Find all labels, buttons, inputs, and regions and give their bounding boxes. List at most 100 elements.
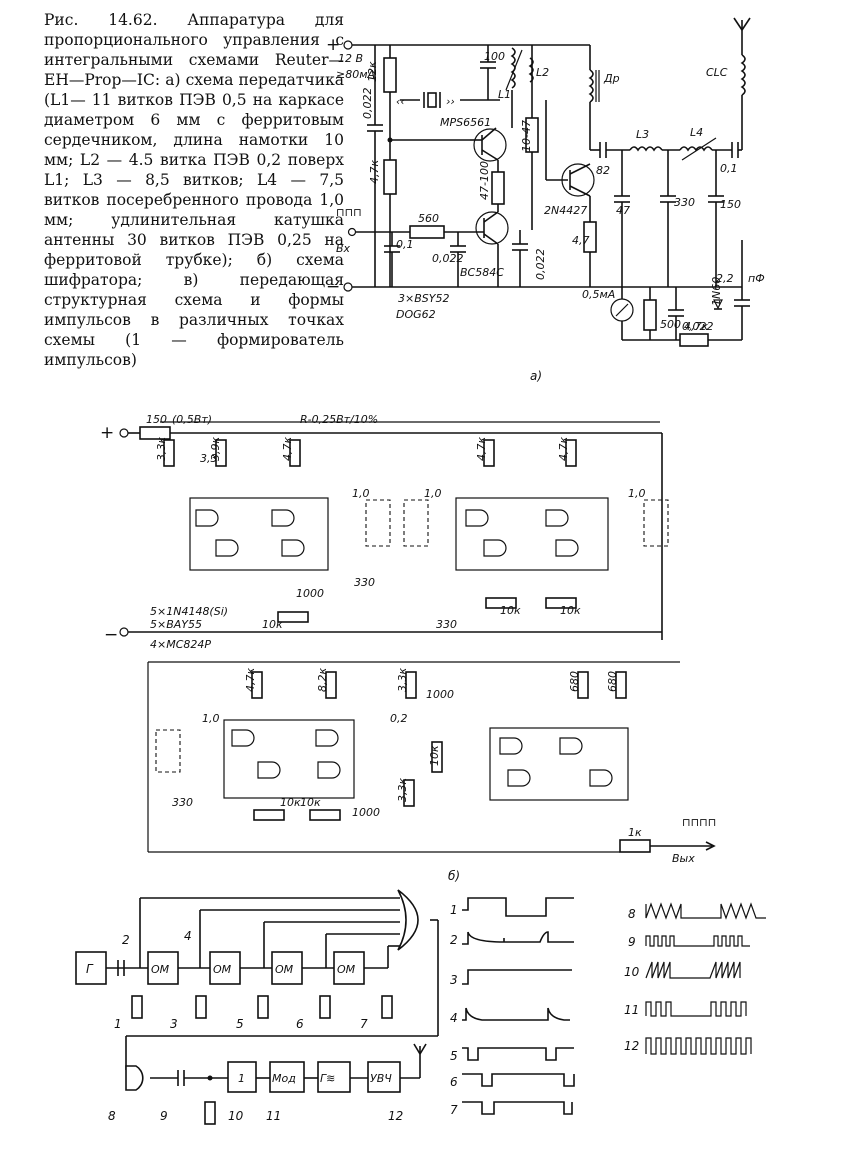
wave-label-11: 11 bbox=[624, 1003, 639, 1017]
tx-c0022b-label: 0,022 bbox=[432, 252, 464, 265]
enc-r47k-label-c: 4,7к bbox=[557, 437, 570, 461]
tx-resistor-47k bbox=[383, 159, 397, 195]
enc-r82k-label: 8,2к bbox=[316, 668, 329, 692]
waveforms: 1 2 3 4 5 6 7 8 9 10 11 12 bbox=[450, 897, 766, 1117]
block-om-3-label: ОМ bbox=[275, 963, 294, 976]
enc-ic2 bbox=[455, 497, 609, 571]
enc-output-pulse: ⊓⊓⊓⊓ bbox=[682, 816, 716, 829]
tx-sub-label: а) bbox=[530, 369, 542, 383]
tx-c100-label: 100 bbox=[484, 50, 505, 63]
tx-l3-label: L3 bbox=[636, 128, 649, 141]
wave-11 bbox=[645, 1001, 747, 1017]
enc-top-resistors: 3,3к 3,9к 4,7к 4,7к 4,7к 3,3 bbox=[155, 437, 577, 467]
block-om-3 bbox=[271, 951, 303, 985]
tx-coil-l4 bbox=[679, 146, 713, 152]
enc-r150-power: (0,5Вт) bbox=[172, 413, 212, 426]
block-point-7: 7 bbox=[360, 1017, 368, 1031]
svg-text:››: ›› bbox=[446, 95, 455, 108]
tx-l4-label: L4 bbox=[690, 126, 703, 139]
enc-r10k-label-d: 10к bbox=[428, 745, 441, 766]
block-point-5: 5 bbox=[236, 1017, 244, 1031]
wave-6 bbox=[462, 1073, 575, 1087]
enc-r10k-label-f: 10к bbox=[300, 796, 321, 809]
tx-resistor-12k bbox=[383, 57, 397, 93]
enc-c10-label-c: 1,0 bbox=[628, 487, 646, 500]
tx-minus: − bbox=[326, 277, 340, 297]
block-rf-amplifier-label: УВЧ bbox=[370, 1072, 392, 1085]
block-om-1-label: ОМ bbox=[151, 963, 170, 976]
enc-r10k-label-c: 10к bbox=[560, 604, 581, 617]
caption-part-b: б) схема шифратора; bbox=[44, 251, 344, 289]
tx-minus-terminal bbox=[343, 282, 353, 292]
tx-input-pulse: ⊓⊓⊓ bbox=[336, 206, 362, 219]
enc-pot-2 bbox=[403, 499, 429, 547]
enc-r47k-label-b: 4,7к bbox=[475, 437, 488, 461]
block-rf-generator-label: Г≋ bbox=[320, 1072, 335, 1085]
enc-sub-label: б) bbox=[448, 869, 460, 883]
enc-r-spec: R-0,25Вт/10% bbox=[300, 413, 378, 426]
enc-c1000-label-a: 1000 bbox=[296, 587, 324, 600]
block-point-labels: 1 2 3 4 5 6 7 8 9 10 11 12 bbox=[108, 929, 403, 1123]
block-point-9: 9 bbox=[160, 1109, 168, 1123]
tx-pf-label: пФ bbox=[748, 272, 765, 285]
tx-resistor-47k-b bbox=[679, 333, 709, 347]
caption-part-c: в) передающая структурная схема и формы … bbox=[44, 271, 344, 369]
tx-l1-label: L1 bbox=[498, 88, 511, 101]
tx-supply: 12 В bbox=[338, 52, 363, 65]
tx-r500-label: 500 bbox=[660, 318, 681, 331]
block-point-3: 3 bbox=[170, 1017, 178, 1031]
wave-9 bbox=[645, 935, 750, 947]
block-point-4: 4 bbox=[184, 929, 192, 943]
block-point-6: 6 bbox=[296, 1017, 304, 1031]
tx-clc-label: CLC bbox=[706, 66, 728, 79]
block-om-2-label: ОМ bbox=[213, 963, 232, 976]
block-generator bbox=[75, 951, 107, 985]
tx-transistor-q3 bbox=[561, 163, 595, 197]
tx-antenna-coil bbox=[740, 54, 746, 96]
wave-label-5: 5 bbox=[450, 1049, 458, 1063]
enc-c02-label: 0,2 bbox=[390, 712, 408, 725]
block-point-2: 2 bbox=[122, 933, 130, 947]
tx-c22-label: 2,2 bbox=[716, 272, 734, 285]
enc-r10k-label-b: 10к bbox=[500, 604, 521, 617]
caption-part-a: а) схема передатчика (L1— 11 витков ПЭВ … bbox=[44, 71, 344, 269]
tx-diode-1n60 bbox=[713, 299, 723, 310]
enc-output-label: Вых bbox=[672, 852, 695, 865]
enc-pot-4 bbox=[155, 729, 181, 773]
block-point-1: 1 bbox=[114, 1017, 122, 1031]
block-om-4-label: ОМ bbox=[337, 963, 356, 976]
caption-title: Рис. 14.62. Аппаратура для пропорциональ… bbox=[44, 11, 344, 89]
enc-diodes2: 5×BAY55 bbox=[150, 618, 202, 631]
tx-transistor-q2 bbox=[475, 211, 509, 245]
wave-label-4: 4 bbox=[450, 1011, 458, 1025]
tx-c01b-label: 0,1 bbox=[720, 162, 738, 175]
enc-c10-label-b: 1,0 bbox=[424, 487, 442, 500]
tx-r47100-label: 47-100 bbox=[478, 161, 491, 200]
enc-ic1 bbox=[189, 497, 329, 571]
enc-ic4 bbox=[489, 727, 629, 801]
wave-3 bbox=[462, 969, 572, 985]
tx-meter-label: 0,5мА bbox=[582, 288, 615, 301]
enc-r47k-label-d: 4,7к bbox=[244, 668, 257, 692]
enc-c10-label-a: 1,0 bbox=[352, 487, 370, 500]
enc-pot-1 bbox=[365, 499, 391, 547]
enc-r150-label: 150 bbox=[146, 413, 167, 426]
tx-resistor-500 bbox=[643, 299, 657, 331]
tx-resistor-560 bbox=[409, 225, 445, 239]
tx-c01a-label: 0,1 bbox=[396, 238, 414, 251]
wave-label-9: 9 bbox=[628, 935, 636, 949]
block-pulse-former-label: 1 bbox=[238, 1072, 245, 1085]
tx-note1: 3×BSY52 bbox=[398, 292, 449, 305]
wave-5 bbox=[462, 1047, 574, 1061]
block-generator-label: Г bbox=[86, 962, 94, 976]
enc-minus: − bbox=[104, 625, 118, 645]
transmitter-schematic: + − 12 В ≥80мА 0,022 12к 4,7к ‹‹ ›› bbox=[326, 17, 765, 383]
enc-diodes1: 5×1N4148(Si) bbox=[150, 605, 228, 618]
tx-choke bbox=[588, 69, 594, 103]
block-point-11: 11 bbox=[266, 1109, 281, 1123]
tx-c82-label: 82 bbox=[596, 164, 610, 177]
block-point-10: 10 bbox=[228, 1109, 244, 1123]
figure-caption: Рис. 14.62. Аппаратура для пропорциональ… bbox=[44, 10, 344, 370]
enc-r1k-label: 1к bbox=[628, 826, 642, 839]
tx-r12k-label: 12к bbox=[366, 61, 379, 82]
